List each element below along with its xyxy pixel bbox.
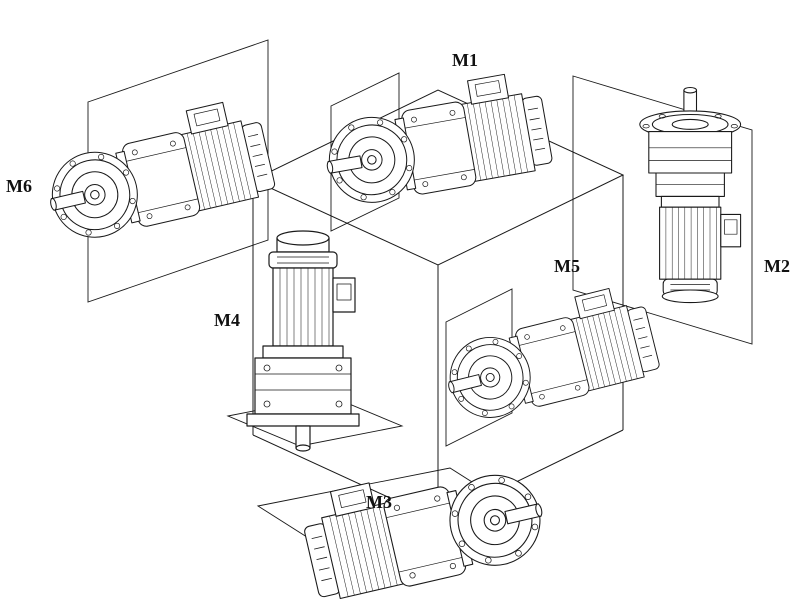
mounting-plane-m1 xyxy=(330,72,400,232)
mounting-plane-m5 xyxy=(445,288,513,447)
label-m6: M6 xyxy=(6,176,32,196)
gearmotor-m1-drawing xyxy=(316,68,555,211)
label-m5: M5 xyxy=(554,256,580,276)
gearmotor-m3-drawing xyxy=(296,445,553,607)
label-m2: M2 xyxy=(764,256,790,276)
label-m1: M1 xyxy=(452,50,478,70)
gearmotor-m4-drawing xyxy=(246,230,360,452)
label-m4: M4 xyxy=(214,310,240,330)
gearmotor-m6-drawing xyxy=(36,94,279,247)
gearmotor-m2-drawing xyxy=(639,86,742,304)
gearmotor-m5-drawing xyxy=(434,280,663,428)
label-m3: M3 xyxy=(366,492,392,512)
